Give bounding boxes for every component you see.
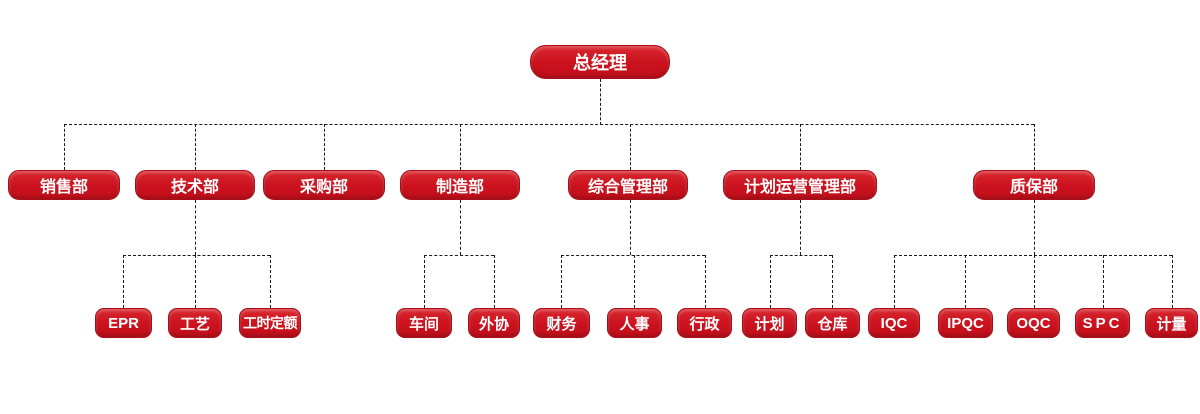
connector-drop-manufacturing (460, 124, 461, 170)
node-metrology: 计量 (1145, 308, 1198, 338)
node-hr: 人事 (607, 308, 662, 338)
connector-drop-planning (770, 255, 771, 308)
connector-stub-manufacturing (460, 200, 461, 255)
node-warehouse: 仓库 (805, 308, 860, 338)
node-tech-dept: 技术部 (135, 170, 255, 200)
connector-stub-general-admin (630, 200, 631, 255)
connector-stub-tech (195, 200, 196, 255)
node-purchasing-dept: 采购部 (263, 170, 385, 200)
node-oqc: OQC (1007, 308, 1060, 338)
connector-drop-sales (64, 124, 65, 170)
connector-drop-outsourcing (494, 255, 495, 308)
connector-drop-labor-quota (270, 255, 271, 308)
connector-bus-tech (123, 255, 270, 256)
node-qa-dept: 质保部 (973, 170, 1095, 200)
node-general-admin-dept: 综合管理部 (568, 170, 688, 200)
connector-drop-epr (123, 255, 124, 308)
connector-root-drop (600, 79, 601, 125)
connector-drop-tech (195, 124, 196, 170)
connector-drop-finance (561, 255, 562, 308)
node-general-manager: 总经理 (530, 45, 670, 79)
connector-drop-hr (634, 255, 635, 308)
node-admin: 行政 (677, 308, 732, 338)
connector-drop-iqc (894, 255, 895, 308)
connector-drop-workshop (424, 255, 425, 308)
node-finance: 财务 (533, 308, 590, 338)
connector-drop-ipqc (965, 255, 966, 308)
connector-drop-oqc (1034, 255, 1035, 308)
node-manufacturing-dept: 制造部 (400, 170, 520, 200)
node-spc: SPC (1075, 308, 1130, 338)
node-sales-dept: 销售部 (8, 170, 120, 200)
node-process: 工艺 (168, 308, 222, 338)
node-ipqc: IPQC (938, 308, 993, 338)
node-labor-quota: 工时定额 (239, 308, 301, 338)
connector-drop-metrology (1172, 255, 1173, 308)
connector-level1-bus (64, 124, 1034, 125)
connector-drop-purchasing (324, 124, 325, 170)
connector-drop-process (195, 255, 196, 308)
connector-stub-qa (1034, 200, 1035, 255)
connector-bus-general-admin (561, 255, 705, 256)
connector-bus-manufacturing (424, 255, 494, 256)
node-outsourcing: 外协 (468, 308, 520, 338)
connector-drop-planning-ops (800, 124, 801, 170)
node-planning-ops-dept: 计划运营管理部 (723, 170, 877, 200)
connector-drop-warehouse (832, 255, 833, 308)
connector-bus-planning-ops (770, 255, 832, 256)
node-workshop: 车间 (396, 308, 452, 338)
node-epr: EPR (95, 308, 152, 338)
connector-drop-admin (705, 255, 706, 308)
connector-drop-qa (1034, 124, 1035, 170)
connector-stub-planning-ops (800, 200, 801, 255)
node-iqc: IQC (868, 308, 920, 338)
connector-bus-qa (894, 255, 1172, 256)
node-planning: 计划 (742, 308, 797, 338)
connector-drop-spc (1103, 255, 1104, 308)
connector-drop-general-admin (630, 124, 631, 170)
